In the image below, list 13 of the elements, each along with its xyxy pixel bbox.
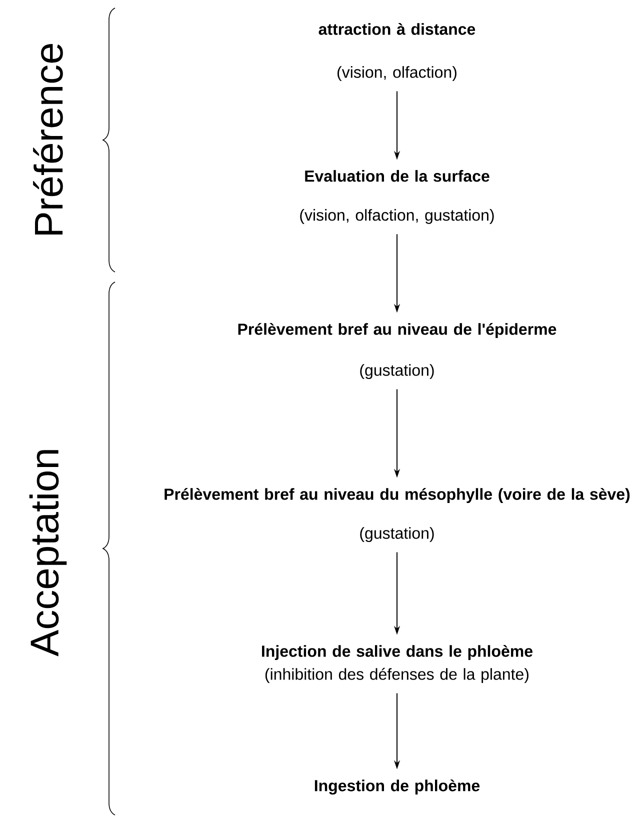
step-heading: Prélèvement bref au niveau de l'épiderme xyxy=(238,322,556,338)
step-heading: Ingestion de phloème xyxy=(314,779,480,795)
phase-label: Préférence xyxy=(33,44,63,235)
step-heading: Injection de salive dans le phloème xyxy=(262,644,532,660)
step-heading: Prélèvement bref au niveau du mésophylle (voire de la sève) xyxy=(164,488,630,504)
step-heading: Evaluation de la surface xyxy=(305,170,490,182)
step-note: (gustation) xyxy=(360,527,434,542)
step-heading: attraction à distance xyxy=(318,23,476,35)
step-note: (inhibition des défenses de la plante) xyxy=(265,668,528,684)
step-note: (vision, olfaction) xyxy=(338,66,456,82)
step-note: (vision, olfaction, gustation) xyxy=(300,209,494,224)
step-note: (gustation) xyxy=(360,364,434,380)
phase-label: Acceptation xyxy=(29,450,67,656)
